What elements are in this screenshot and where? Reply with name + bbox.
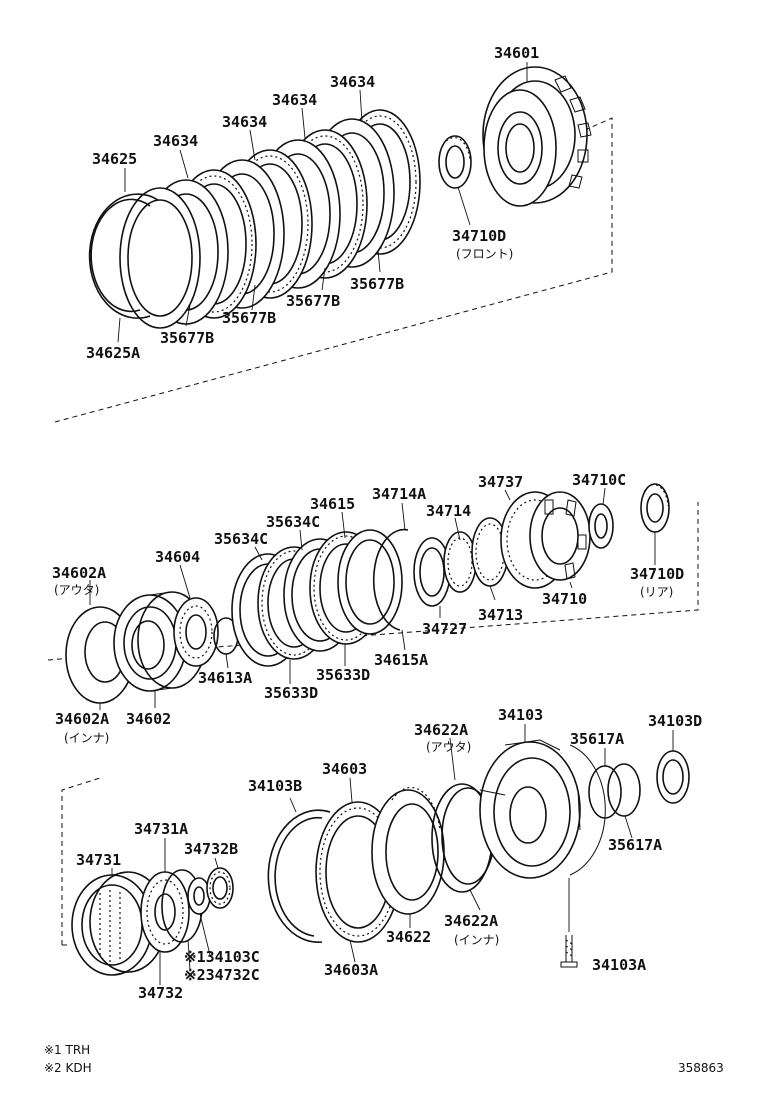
label-34634-d: 34634	[330, 73, 375, 91]
label-35677b-d: 35677B	[160, 329, 214, 347]
label-34615a: 34615A	[374, 651, 428, 669]
part-labels: 34601 34625 34634 34634 34634 34634 3471…	[52, 44, 702, 1002]
label-35677b-a: 35677B	[350, 275, 404, 293]
label-34625a: 34625A	[86, 344, 140, 362]
label-34714: 34714	[426, 502, 471, 520]
label-34601: 34601	[494, 44, 539, 62]
label-34737: 34737	[478, 473, 523, 491]
label-35677b-b: 35677B	[286, 292, 340, 310]
label-34622a-outer: 34622A	[414, 721, 468, 739]
top-clutch-pack	[88, 66, 592, 329]
snap-ring-34625a	[88, 193, 159, 319]
label-35634c-b: 35634C	[266, 513, 320, 531]
clutch-plates-middle	[231, 529, 403, 667]
diagram-id: 358863	[678, 1061, 724, 1075]
label-35633d-b: 35633D	[264, 684, 318, 702]
label-inner-note-2: (インナ)	[454, 933, 499, 947]
bottom-brake-assembly	[71, 739, 690, 976]
label-34732b: 34732B	[184, 840, 238, 858]
label-35677b-c: 35677B	[222, 309, 276, 327]
label-34602a-outer: 34602A	[52, 564, 106, 582]
label-34732: 34732	[138, 984, 183, 1002]
label-34634-a: 34634	[153, 132, 198, 150]
snap-ring-34615a	[372, 528, 409, 631]
thrust-washer-34710d-rear	[640, 483, 670, 533]
label-34615: 34615	[310, 495, 355, 513]
label-34603a: 34603A	[324, 961, 378, 979]
label-34604: 34604	[155, 548, 200, 566]
snap-ring-34103b	[267, 809, 331, 943]
label-34602: 34602	[126, 710, 171, 728]
label-front-note: (フロント)	[456, 247, 513, 261]
label-outer-note-2: (アウタ)	[426, 740, 471, 754]
label-34103d: 34103D	[648, 712, 702, 730]
label-34103: 34103	[498, 706, 543, 724]
thrust-washer-34710c	[588, 503, 614, 549]
label-34731a: 34731A	[134, 820, 188, 838]
leader-lines	[89, 62, 674, 985]
label-outer-note-1: (アウタ)	[54, 583, 99, 597]
drum-34601	[482, 66, 592, 207]
label-35634c-a: 35634C	[214, 530, 268, 548]
label-35617a-b: 35617A	[608, 836, 662, 854]
label-34713: 34713	[478, 606, 523, 624]
label-34731: 34731	[76, 851, 121, 869]
o-ring-35617a-b	[607, 763, 641, 817]
bolt-34103a	[560, 878, 578, 968]
label-34625: 34625	[92, 150, 137, 168]
label-34710c: 34710C	[572, 471, 626, 489]
label-34613a: 34613A	[198, 669, 252, 687]
footnote-trh: ※1 TRH	[44, 1043, 90, 1057]
label-35617a-a: 35617A	[570, 730, 624, 748]
footnote-kdh: ※2 KDH	[44, 1061, 92, 1075]
label-34622a-inner: 34622A	[444, 912, 498, 930]
label-34710: 34710	[542, 590, 587, 608]
thrust-washer-34710d-front	[438, 135, 472, 189]
label-34634-b: 34634	[222, 113, 267, 131]
label-34634-c: 34634	[272, 91, 317, 109]
label-inner-note-1: (インナ)	[64, 731, 109, 745]
label-34603: 34603	[322, 760, 367, 778]
label-34727: 34727	[422, 620, 467, 638]
label-34732c: ※234732C	[184, 966, 260, 984]
label-34602a-inner: 34602A	[55, 710, 109, 728]
label-34103b: 34103B	[248, 777, 302, 795]
washer-34103d	[656, 750, 690, 804]
clutch-plates-top	[119, 109, 421, 329]
spring-retainer-34604	[173, 597, 219, 667]
one-way-clutch-34714	[413, 517, 509, 607]
bearing-34732b	[206, 867, 234, 909]
middle-clutch-pack	[65, 483, 670, 704]
label-34103a: 34103A	[592, 956, 646, 974]
label-34622: 34622	[386, 928, 431, 946]
label-35633d-a: 35633D	[316, 666, 370, 684]
footnotes: ※1 TRH ※2 KDH 358863	[44, 1043, 724, 1075]
label-34710d-rear: 34710D	[630, 565, 684, 583]
label-34714a: 34714A	[372, 485, 426, 503]
drum-34103	[479, 739, 606, 879]
label-34710d-front: 34710D	[452, 227, 506, 245]
planetary-gear-34710	[500, 491, 591, 589]
label-rear-note: (リア)	[640, 585, 673, 599]
label-34103c: ※134103C	[184, 948, 260, 966]
